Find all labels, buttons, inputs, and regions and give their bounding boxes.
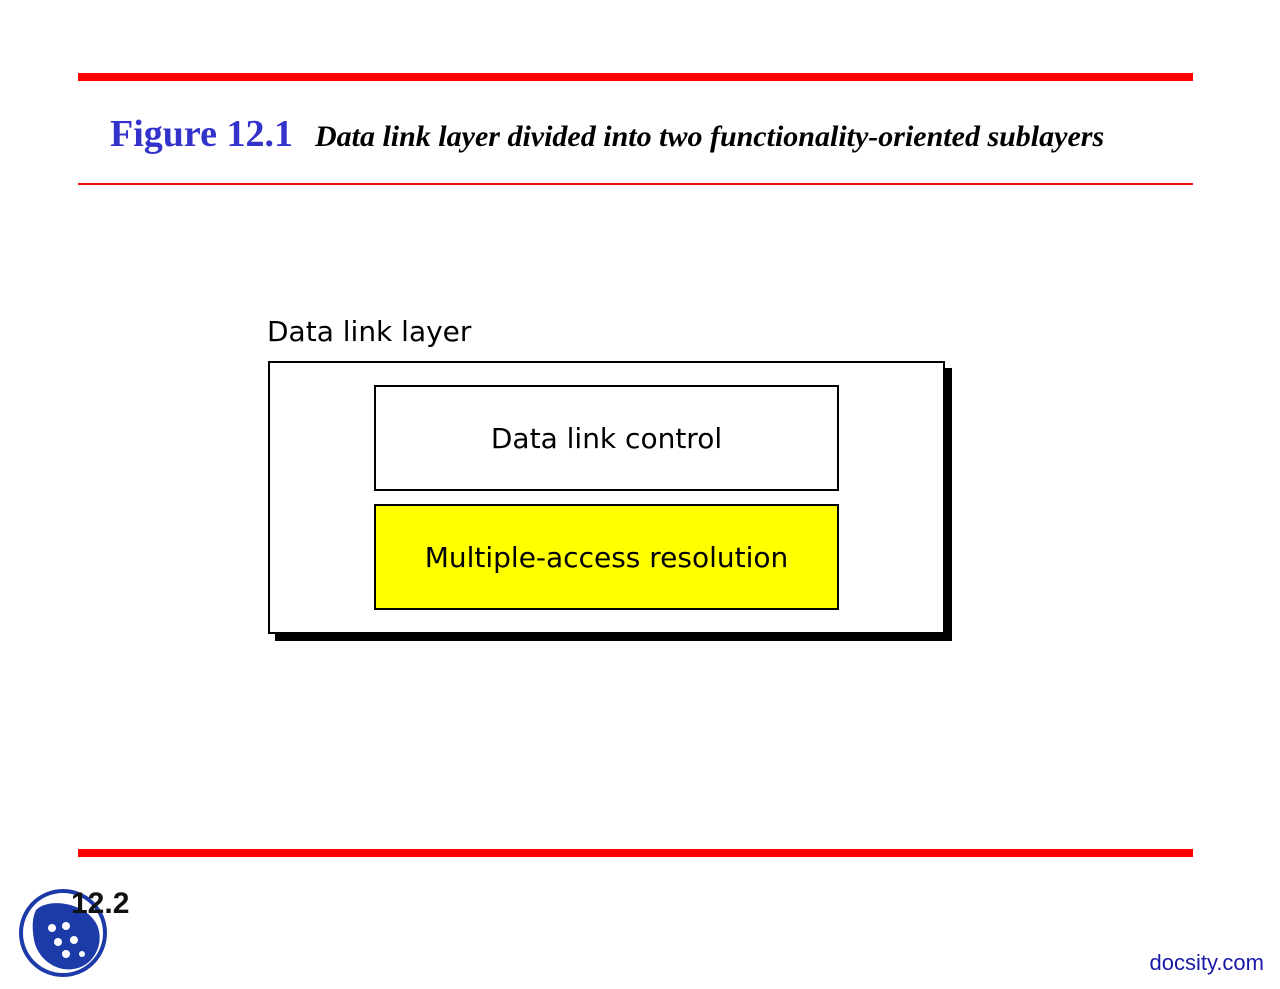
bottom-rule-thick — [78, 849, 1193, 857]
watermark-link[interactable]: docsity.com — [1149, 950, 1264, 975]
sublayer-label: Multiple-access resolution — [424, 540, 789, 574]
sublayer-multiple-access-resolution: Multiple-access resolution — [374, 504, 839, 610]
top-rule-thin — [78, 183, 1193, 185]
top-rule-thick — [78, 73, 1193, 81]
figure-number: Figure 12.1 — [110, 113, 293, 155]
data-link-layer-label: Data link layer — [267, 315, 472, 348]
publisher-logo-icon — [19, 889, 107, 977]
page-number: 12.2 — [71, 887, 130, 920]
sublayer-label: Data link control — [490, 421, 723, 455]
figure-title: Figure 12.1 Data link layer divided into… — [110, 112, 1104, 156]
sublayer-data-link-control: Data link control — [374, 385, 839, 491]
figure-caption: Data link layer divided into two functio… — [314, 120, 1105, 153]
data-link-layer-box: Data link control Multiple-access resolu… — [268, 361, 945, 634]
